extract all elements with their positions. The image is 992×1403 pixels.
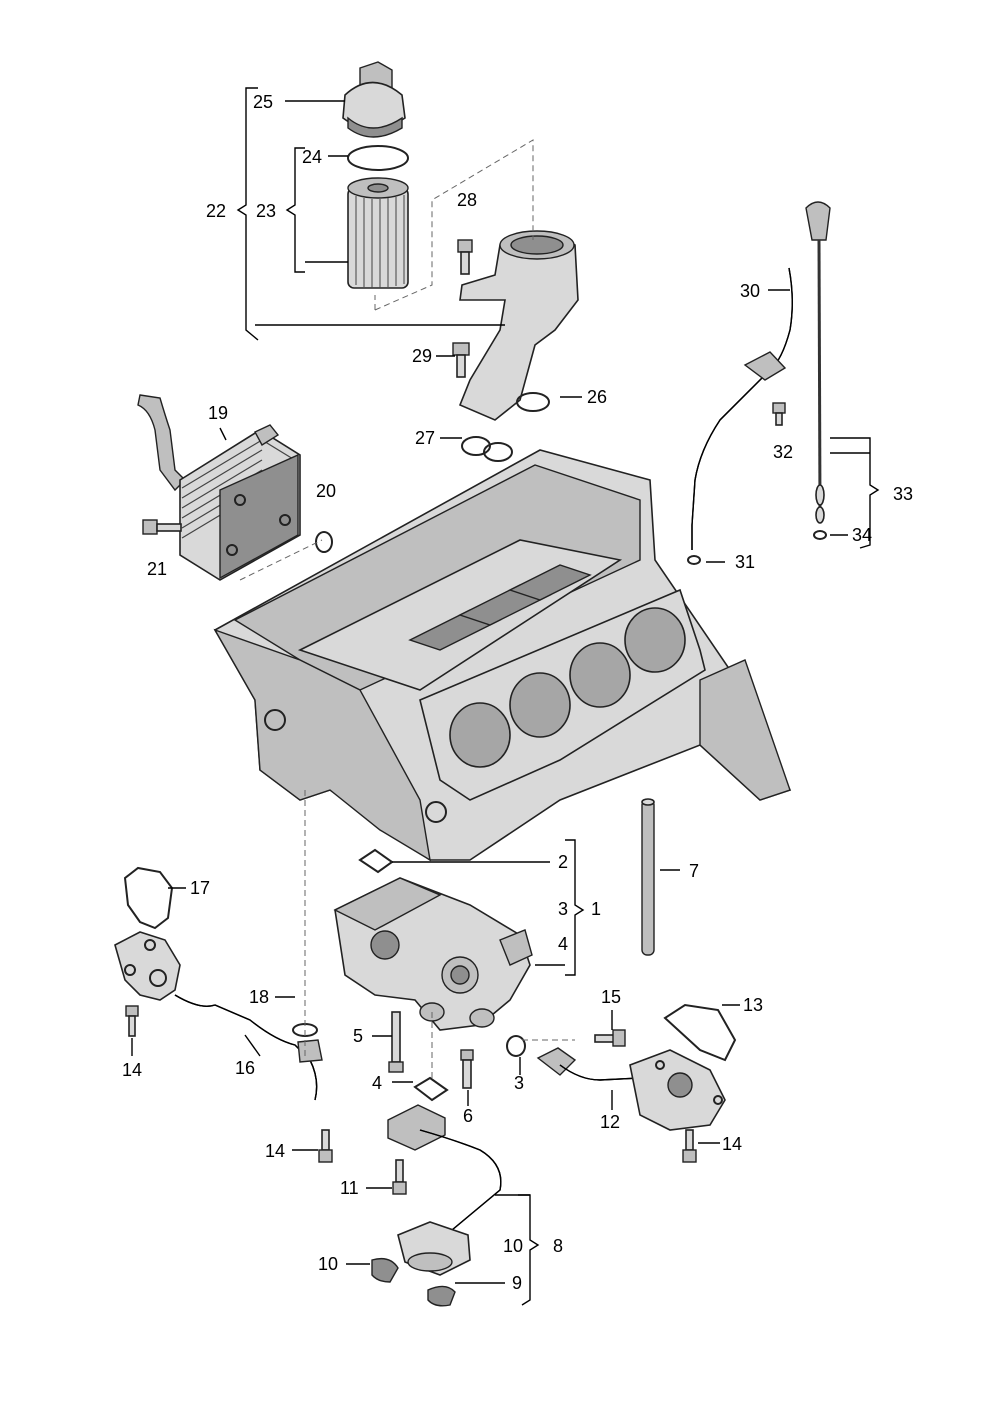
- oil-suction-pipe: [114, 931, 323, 1101]
- callout-1: 1: [591, 899, 601, 919]
- o-ring: [813, 530, 827, 540]
- o-ring: [516, 392, 550, 412]
- callout-32: 32: [773, 442, 793, 462]
- oil-pump: [333, 877, 533, 1031]
- bolt: [452, 342, 470, 378]
- callout-26: 26: [587, 387, 607, 407]
- oil-filter-cap: [342, 61, 406, 138]
- o-ring: [483, 442, 513, 462]
- bolt: [682, 1129, 697, 1163]
- callout-34: 34: [852, 525, 872, 545]
- callout-4: 4: [372, 1073, 382, 1093]
- callout-14: 14: [122, 1060, 142, 1080]
- retaining-clip: [427, 1285, 456, 1307]
- callout-10: 10: [503, 1236, 523, 1256]
- callout-28: 28: [457, 190, 477, 210]
- callout-12: 12: [600, 1112, 620, 1132]
- callout-13: 13: [743, 995, 763, 1015]
- dipstick-tube: [691, 267, 793, 550]
- bolt: [457, 239, 473, 275]
- callout-29: 29: [412, 346, 432, 366]
- callout-9: 9: [512, 1273, 522, 1293]
- gasket: [663, 1003, 737, 1062]
- callout-30: 30: [740, 281, 760, 301]
- o-ring: [506, 1035, 526, 1057]
- bolt: [125, 1005, 139, 1037]
- cylinder-bore: [509, 672, 571, 738]
- callout-11: 11: [340, 1178, 359, 1198]
- callout-33: 33: [893, 484, 913, 504]
- callout-15: 15: [601, 987, 621, 1007]
- callout-24: 24: [302, 147, 322, 167]
- leader-lines: [131, 87, 880, 1306]
- assembly-lines: [239, 139, 575, 1080]
- callout-5: 5: [353, 1026, 363, 1046]
- callout-18: 18: [249, 987, 269, 1007]
- gasket: [123, 866, 174, 930]
- callout-20: 20: [316, 481, 336, 501]
- callout-8: 8: [553, 1236, 563, 1256]
- oil-cooler: [137, 394, 301, 581]
- o-ring: [315, 531, 333, 553]
- callout-25: 25: [253, 92, 273, 112]
- gasket: [358, 848, 394, 874]
- callout-14: 14: [722, 1134, 742, 1154]
- callout-14: 14: [265, 1141, 285, 1161]
- callout-10: 10: [318, 1254, 338, 1274]
- bolt: [392, 1159, 407, 1195]
- callout-2: 2: [558, 852, 568, 872]
- callout-16: 16: [235, 1058, 255, 1078]
- retaining-clip: [371, 1257, 399, 1283]
- o-ring: [687, 555, 701, 565]
- callout-17: 17: [190, 878, 210, 898]
- bolt: [388, 1011, 404, 1073]
- oil-pickup-tube: [387, 1104, 502, 1276]
- cylinder-bore: [624, 607, 686, 673]
- gasket: [413, 1076, 449, 1102]
- cylinder-bore: [569, 642, 631, 708]
- cylinder-bore: [449, 702, 511, 768]
- bolt: [142, 519, 182, 535]
- callout-19: 19: [208, 403, 228, 423]
- callout-3: 3: [558, 899, 568, 919]
- oil-filter-housing: [458, 230, 579, 421]
- callout-22: 22: [206, 201, 226, 221]
- callout-27: 27: [415, 428, 435, 448]
- bolt: [318, 1129, 333, 1163]
- drive-shaft: [641, 798, 655, 956]
- bolt: [772, 402, 786, 426]
- o-ring: [347, 145, 409, 171]
- bolt: [460, 1049, 474, 1089]
- engine-block: [213, 449, 792, 862]
- oil-filter-element: [347, 177, 409, 289]
- callout-31: 31: [735, 552, 755, 572]
- o-ring: [461, 436, 491, 456]
- callout-labels: 25 24 22 23 28 30 29 26 19 27 32 20 33 2…: [122, 92, 913, 1293]
- callout-6: 6: [463, 1106, 473, 1126]
- callout-3: 3: [514, 1073, 524, 1093]
- callout-7: 7: [689, 861, 699, 881]
- callout-23: 23: [256, 201, 276, 221]
- callout-21: 21: [147, 559, 167, 579]
- callout-4: 4: [558, 934, 568, 954]
- oil-pressure-pipe: [536, 1047, 726, 1131]
- bolt: [594, 1029, 626, 1047]
- dipstick: [805, 201, 831, 524]
